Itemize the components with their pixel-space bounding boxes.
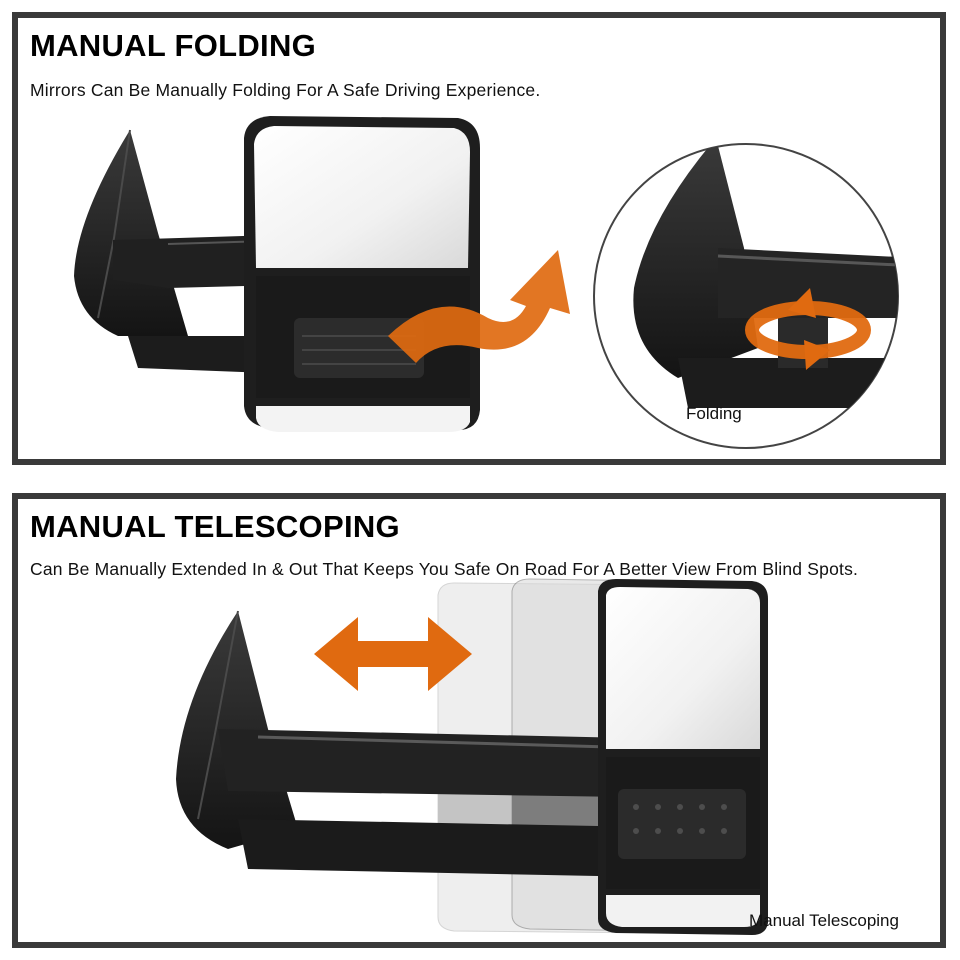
telescoping-title: MANUAL TELESCOPING: [30, 509, 400, 544]
folding-description: Mirrors Can Be Manually Folding For A Sa…: [30, 80, 541, 100]
tow-mirror-image: [74, 116, 480, 432]
folding-detail-callout: [593, 143, 899, 449]
folding-title: MANUAL FOLDING: [30, 28, 317, 63]
manual-telescoping-panel: MANUAL TELESCOPING Can Be Manually Exten…: [12, 493, 946, 948]
extended-mirror-image: [598, 579, 768, 935]
telescoping-direction-arrow: [314, 617, 472, 691]
folding-illustration: [74, 116, 899, 449]
telescoping-description: Can Be Manually Extended In & Out That K…: [30, 559, 859, 579]
folding-direction-arrow: [388, 250, 570, 363]
telescoping-illustration: [176, 578, 768, 935]
telescoping-caption: Manual Telescoping: [749, 911, 899, 930]
folding-caption: Folding: [686, 404, 742, 423]
manual-folding-panel: MANUAL FOLDING Mirrors Can Be Manually F…: [12, 12, 946, 465]
